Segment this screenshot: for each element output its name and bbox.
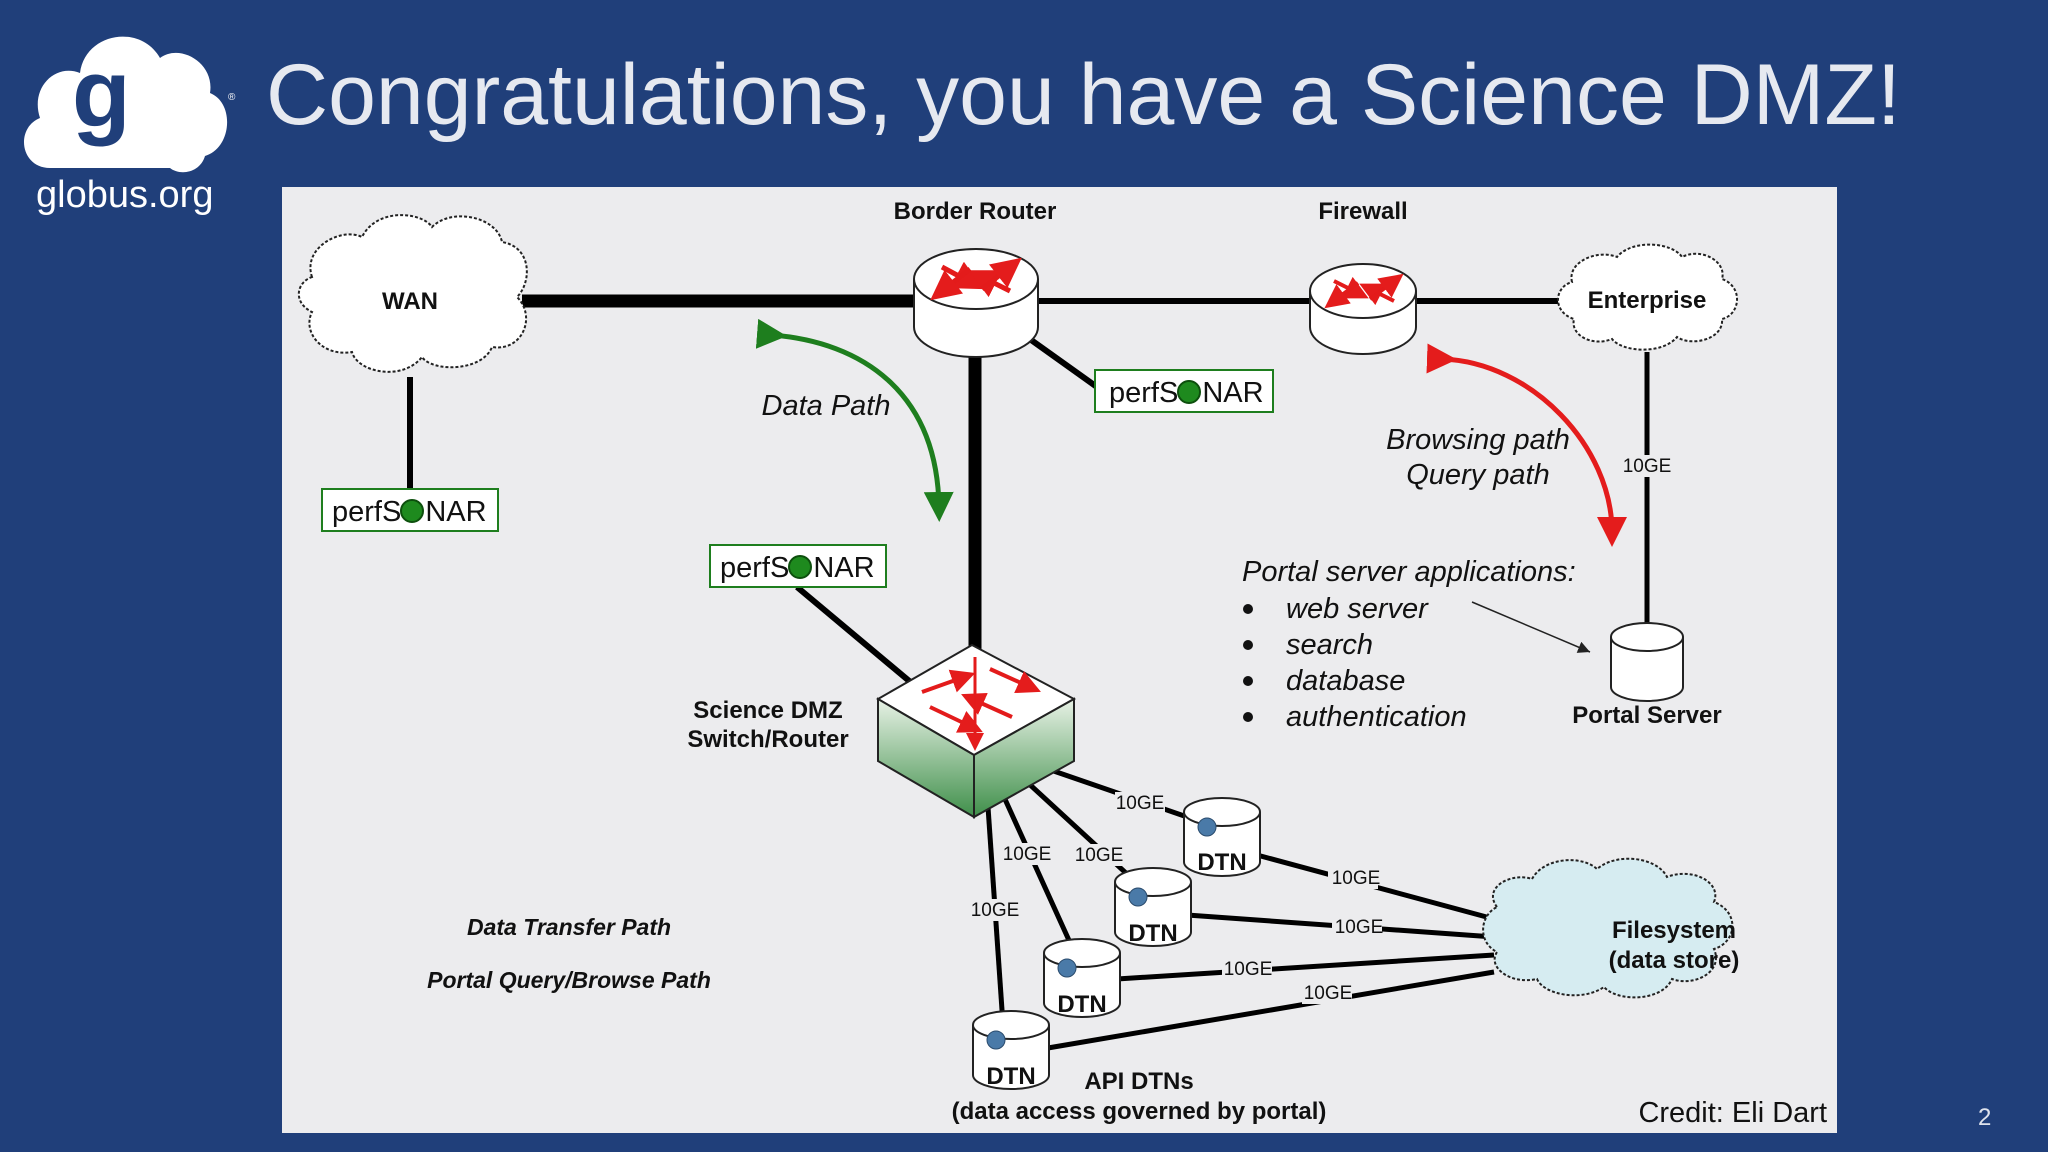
globus-connect-icon <box>986 1030 1006 1050</box>
portal-app-item: web server <box>1286 593 1429 625</box>
dtn-label: DTN <box>986 1063 1035 1090</box>
svg-text:10GE: 10GE <box>1075 845 1124 866</box>
query-path-label: Query path <box>1406 459 1549 491</box>
dtn-3: DTN <box>1043 938 1121 1018</box>
browsing-path-label: Browsing path <box>1386 424 1570 456</box>
svg-text:10GE: 10GE <box>1332 868 1381 889</box>
enterprise-cloud: Enterprise <box>1557 243 1738 351</box>
svg-text:10GE: 10GE <box>1224 959 1273 980</box>
logo-text: globus.org <box>36 174 214 216</box>
science-dmz-switch-icon <box>876 643 1077 819</box>
dtn-4: DTN <box>972 1010 1050 1090</box>
credit-text: Credit: Eli Dart <box>1638 1097 1827 1129</box>
dtn-2: DTN <box>1114 867 1192 947</box>
portal-app-item: search <box>1286 629 1373 661</box>
slide-number: 2 <box>1978 1104 1992 1131</box>
firewall-label: Firewall <box>1318 198 1407 225</box>
dmz-switch-label-line1: Science DMZ <box>693 697 842 724</box>
switch-dtn4-link <box>985 806 1007 1040</box>
globus-cloud-logo-icon: g ® <box>23 36 236 173</box>
dtn4-fs-link <box>1041 969 1495 1052</box>
legend-data-transfer: Data Transfer Path <box>467 914 671 940</box>
sonar-green-dot-icon <box>788 555 812 579</box>
border-router-label: Border Router <box>894 198 1057 225</box>
filesystem-label-line2: (data store) <box>1609 947 1740 974</box>
svg-text:10GE: 10GE <box>1003 844 1052 865</box>
svg-text:g: g <box>72 40 131 147</box>
enterprise-link-speed: 10GE <box>1623 456 1672 477</box>
legend-portal-query: Portal Query/Browse Path <box>427 967 711 993</box>
dtn-1: DTN <box>1183 797 1261 877</box>
firewall-icon <box>1309 263 1417 355</box>
globus-connect-icon <box>1057 958 1077 978</box>
sonar-green-dot-icon <box>400 499 424 523</box>
sonar-green-dot-icon <box>1177 380 1201 404</box>
enterprise-label: Enterprise <box>1588 287 1707 314</box>
portal-apps-list: web server search database authenticatio… <box>1243 593 1467 733</box>
svg-text:®: ® <box>228 92 236 103</box>
filesystem-label-line1: Filesystem <box>1612 917 1736 944</box>
border-router-icon <box>913 248 1039 358</box>
diagram-panel: WAN Enterprise Filesystem (data store) <box>282 187 1837 1133</box>
dtn-label: DTN <box>1197 849 1246 876</box>
filesystem-cloud: Filesystem (data store) <box>1482 857 1740 999</box>
portal-server-icon <box>1610 622 1684 702</box>
slide-title: Congratulations, you have a Science DMZ! <box>266 47 1901 143</box>
dtn-label: DTN <box>1128 920 1177 947</box>
svg-text:10GE: 10GE <box>971 900 1020 921</box>
globus-connect-icon <box>1197 817 1217 837</box>
svg-text:10GE: 10GE <box>1116 793 1165 814</box>
api-dtns-label-line2: (data access governed by portal) <box>952 1098 1327 1125</box>
browse-path-arrow <box>1426 343 1627 547</box>
portal-server-label: Portal Server <box>1572 702 1721 729</box>
portal-app-item: database <box>1286 665 1405 697</box>
portal-app-item: authentication <box>1286 701 1467 733</box>
science-dmz-diagram: WAN Enterprise Filesystem (data store) <box>297 198 1827 1129</box>
globus-connect-icon <box>1128 887 1148 907</box>
wan-label: WAN <box>382 288 438 315</box>
data-path-label: Data Path <box>762 390 891 422</box>
wan-cloud: WAN <box>297 214 528 373</box>
api-dtns-label-line1: API DTNs <box>1084 1068 1193 1095</box>
dtn-label: DTN <box>1057 991 1106 1018</box>
portal-apps-heading: Portal server applications: <box>1242 556 1576 588</box>
dtn3-fs-link <box>1116 952 1495 982</box>
svg-text:10GE: 10GE <box>1304 983 1353 1004</box>
link-speed-labels: 10GE 10GE 10GE 10GE 10GE 10GE 10GE 10GE <box>971 792 1384 1004</box>
apps-pointer-arrow <box>1471 601 1591 653</box>
label-bg <box>1622 455 1672 477</box>
data-path-arrow <box>755 318 954 522</box>
dmz-switch-label-line2: Switch/Router <box>687 726 848 753</box>
svg-text:10GE: 10GE <box>1335 917 1384 938</box>
